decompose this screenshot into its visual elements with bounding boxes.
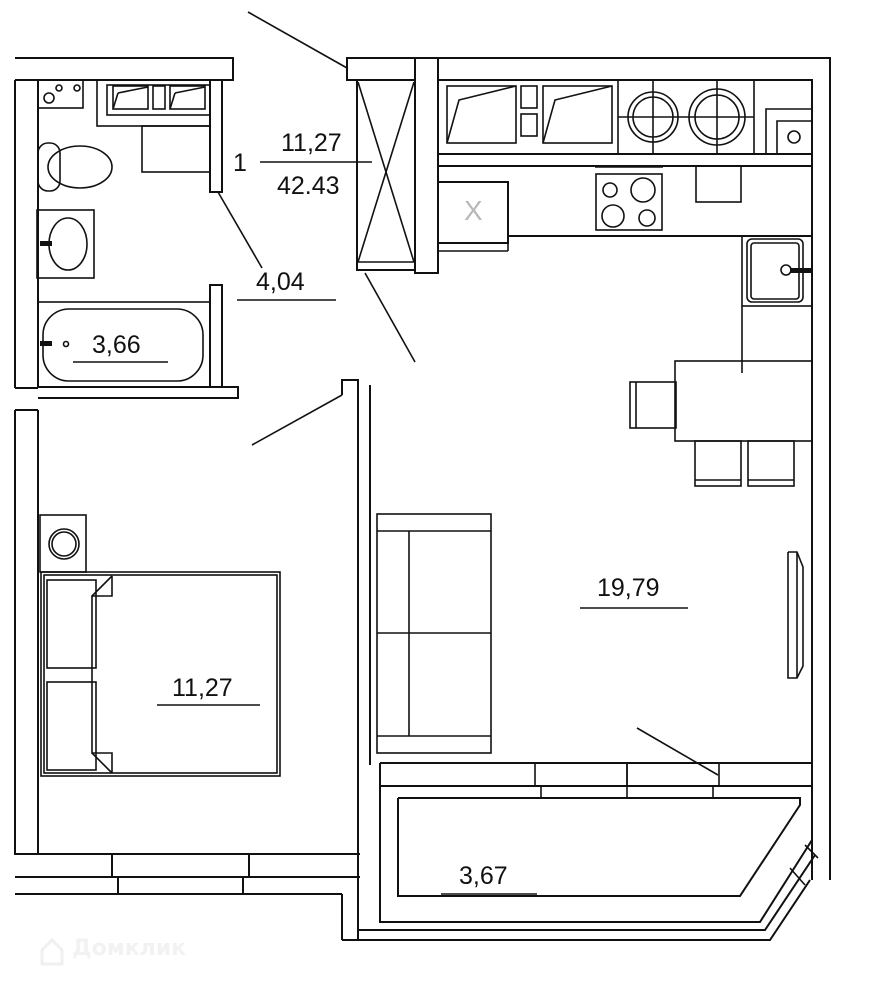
ventilation-mark: X <box>464 195 483 226</box>
bathroom-fixtures <box>36 79 211 388</box>
balcony <box>342 786 819 941</box>
rooms-count: 1 <box>233 149 247 177</box>
watermark: Домклик <box>40 936 186 966</box>
living-furniture <box>376 513 804 754</box>
kitchen-fixtures: X <box>437 79 813 487</box>
area-labels: 1 11,27 42.43 4,04 3,66 11,27 19,79 3,67 <box>73 129 688 895</box>
balcony-area: 3,67 <box>459 862 508 890</box>
kitchen-living-area: 19,79 <box>597 574 660 602</box>
living-area: 11,27 <box>281 129 342 157</box>
bedroom-furniture <box>39 514 281 777</box>
bedroom-area: 11,27 <box>172 674 233 702</box>
bathroom-area: 3,66 <box>92 331 141 359</box>
total-area: 42.43 <box>277 172 340 200</box>
watermark-text: Домклик <box>72 936 186 961</box>
domclick-logo-icon <box>40 937 64 966</box>
outer-walls <box>14 11 831 940</box>
interior-walls <box>38 79 812 940</box>
hallway-area: 4,04 <box>256 268 305 296</box>
